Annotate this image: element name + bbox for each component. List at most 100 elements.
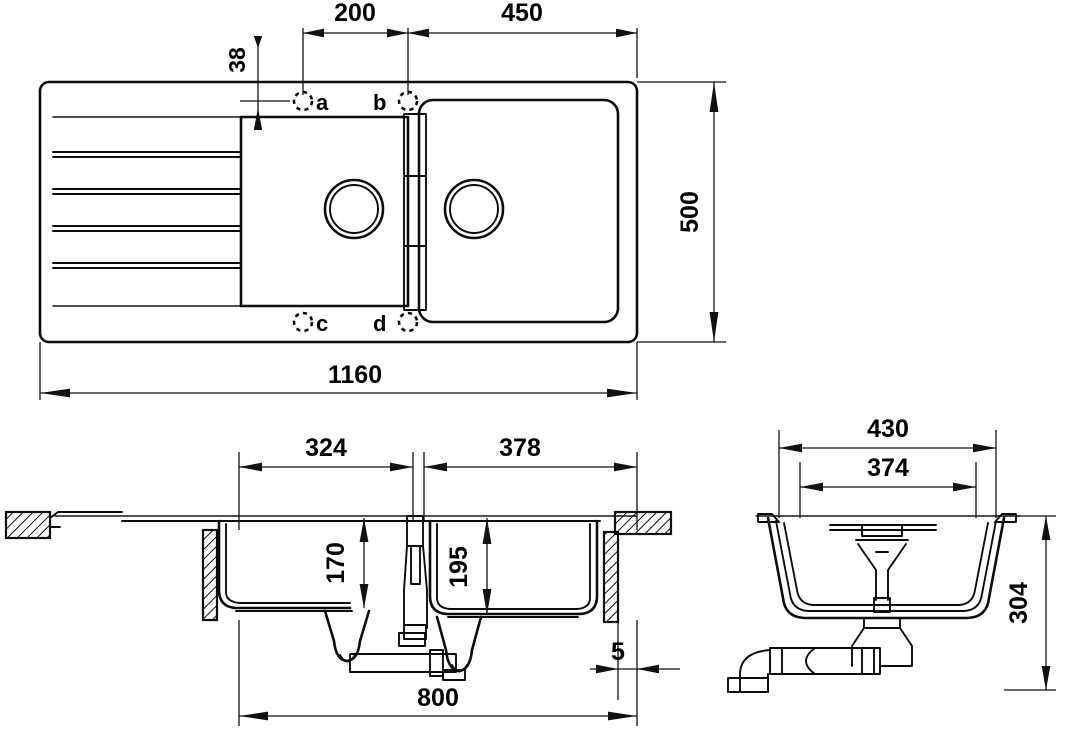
waste-pipe-collar-b — [861, 647, 875, 675]
tap-hole-marker-d: d — [373, 311, 419, 336]
right-bowl-rim — [417, 98, 620, 324]
right-waste-inner-circle — [449, 184, 499, 234]
dim-450-arrow-right — [616, 28, 637, 38]
dim-304-arrow-bottom — [1041, 666, 1051, 690]
waste-pipe-horizontal — [349, 653, 457, 673]
front-waste-pipework — [349, 632, 466, 681]
right-bowl-waste — [443, 178, 505, 240]
tap-hole-marker-c: c — [292, 311, 328, 336]
side-rim-lip-left — [757, 513, 780, 523]
dim-500-text: 500 — [676, 191, 704, 233]
left-waste-outer-circle — [323, 178, 385, 240]
dim-800-arrow-left — [239, 711, 268, 721]
strainer-cone-left — [857, 543, 877, 601]
dim-378-text: 378 — [499, 434, 541, 462]
side-waste-pipework — [727, 627, 913, 693]
tap-hole-c-label: c — [316, 311, 328, 336]
top-view: a b c d 200 450 — [38, 0, 726, 400]
dimension-304: 304 — [1004, 515, 1056, 691]
dim-374-text: 374 — [867, 454, 909, 482]
section-wall-right — [602, 530, 620, 624]
divider-shaft — [410, 545, 421, 585]
left-bowl-rim — [239, 115, 410, 308]
dimension-38: 38 — [224, 36, 290, 130]
dimension-374: 374 — [799, 454, 977, 518]
trap-left-wall — [851, 627, 865, 667]
waste-elbow-outlet — [727, 677, 769, 693]
tap-hole-d-icon — [397, 311, 419, 333]
front-right-lip — [602, 510, 673, 624]
dim-324-text: 324 — [305, 434, 347, 462]
bowl-divider — [403, 113, 427, 311]
dim-500-arrow-top — [709, 82, 719, 112]
strainer-cup — [861, 524, 903, 537]
waste-pipe-bend-detail — [805, 647, 816, 675]
dim-378-arrow-right — [614, 462, 637, 472]
worktop-cut-right — [613, 510, 673, 536]
dim-324-arrow-right — [390, 462, 413, 472]
strainer-outlet-neck — [863, 617, 901, 629]
left-waste-inner-circle — [329, 184, 379, 234]
dimension-200: 200 — [302, 0, 409, 95]
right-bowl-outer-profile — [428, 519, 599, 616]
dim-170-text: 170 — [322, 542, 350, 584]
side-strainer-assembly — [829, 524, 937, 629]
dim-1160-arrow-right — [607, 388, 637, 398]
side-rim-lip-right — [994, 513, 1017, 523]
dim-430-text: 430 — [867, 415, 909, 443]
dim-374-arrow-left — [800, 482, 823, 492]
left-bowl-waste — [323, 178, 385, 240]
dim-200-arrow-left — [303, 28, 324, 38]
waste-pipe-elbow — [398, 632, 426, 647]
divider-right-wall — [422, 545, 428, 629]
dimension-324: 324 — [238, 434, 414, 530]
section-wall-left — [201, 528, 219, 622]
front-left-lip — [4, 510, 123, 540]
dim-374-arrow-right — [953, 482, 976, 492]
left-waste-funnel-base — [339, 654, 356, 663]
dim-38-arrow-top — [253, 36, 263, 48]
side-section-view: 430 374 304 — [727, 415, 1056, 693]
dim-5-arrow-right — [637, 664, 659, 674]
dimension-450: 450 — [408, 0, 638, 78]
front-left-lip-edge — [49, 511, 123, 519]
dim-800-arrow-right — [608, 711, 637, 721]
waste-elbow — [739, 649, 771, 693]
side-bowl-mid-profile — [775, 520, 997, 612]
dim-450-arrow-left — [408, 28, 429, 38]
tap-hole-a-label: a — [316, 90, 329, 115]
dim-200-text: 200 — [334, 0, 376, 27]
divider-collar — [403, 624, 427, 640]
left-bowl-inner-profile — [225, 523, 351, 604]
dim-200-arrow-right — [387, 28, 408, 38]
dim-38-text: 38 — [224, 47, 250, 73]
dimension-500: 500 — [637, 81, 726, 343]
front-section-view: 324 378 170 195 — [4, 434, 680, 726]
drainer-board — [52, 116, 244, 307]
dim-500-arrow-bottom — [709, 312, 719, 342]
waste-pipe-collar-a — [769, 647, 783, 675]
dim-1160-text: 1160 — [328, 361, 382, 389]
dimension-800: 800 — [238, 620, 638, 726]
dim-378-arrow-left — [424, 462, 447, 472]
dim-170-arrow-bottom — [359, 584, 369, 608]
dim-304-text: 304 — [1005, 582, 1033, 624]
dimension-195: 195 — [445, 518, 492, 615]
tap-hole-c-icon — [292, 311, 314, 333]
trap-right-wall — [879, 627, 913, 667]
waste-pipe-joint — [429, 649, 444, 677]
worktop-cut-left — [4, 510, 52, 540]
sink-outline — [38, 80, 639, 344]
dim-5-text: 5 — [611, 638, 625, 666]
dim-1160-arrow-left — [40, 388, 70, 398]
strainer-cone-right — [887, 543, 907, 601]
waste-pipe-outlet — [442, 669, 466, 681]
left-bowl-outer-profile — [217, 519, 352, 610]
tap-hole-b-label: b — [373, 90, 386, 115]
divider-segment-bottom — [403, 245, 427, 311]
dim-800-text: 800 — [417, 684, 459, 712]
dimension-378: 378 — [423, 434, 638, 530]
right-bowl-inner-profile — [436, 523, 591, 610]
dim-170-arrow-top — [359, 518, 369, 542]
